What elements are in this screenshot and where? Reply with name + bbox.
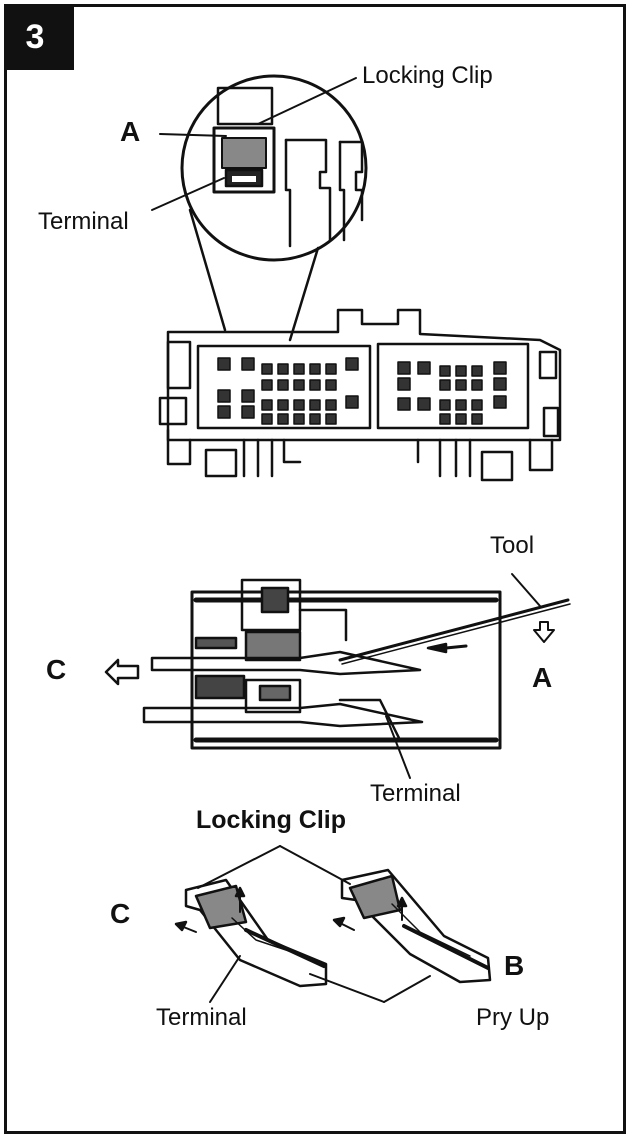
- terminal-left-drawing: [174, 878, 328, 988]
- connector-side-view: [142, 578, 502, 750]
- label-locking-clip-top: Locking Clip: [362, 62, 493, 89]
- label-locking-clip-bottom: Locking Clip: [196, 806, 346, 834]
- magnified-view-circle: [180, 74, 368, 262]
- connector-body: [158, 308, 562, 482]
- label-terminal-top: Terminal: [38, 208, 129, 235]
- label-pry-up: Pry Up: [476, 1004, 550, 1031]
- diagram-frame: [4, 4, 626, 1134]
- label-tool: Tool: [490, 532, 535, 559]
- label-c-middle: C: [46, 654, 67, 685]
- label-b-bottom: B: [504, 950, 525, 981]
- label-terminal-middle: Terminal: [370, 780, 461, 807]
- tool: [338, 573, 571, 665]
- step-number-badge: 3: [4, 4, 74, 70]
- terminal-right-drawing: [332, 868, 492, 984]
- label-a-top: A: [120, 116, 141, 147]
- label-terminal-bottom: Terminal: [156, 1004, 247, 1031]
- label-a-middle: A: [532, 662, 553, 693]
- label-c-bottom: C: [110, 898, 131, 929]
